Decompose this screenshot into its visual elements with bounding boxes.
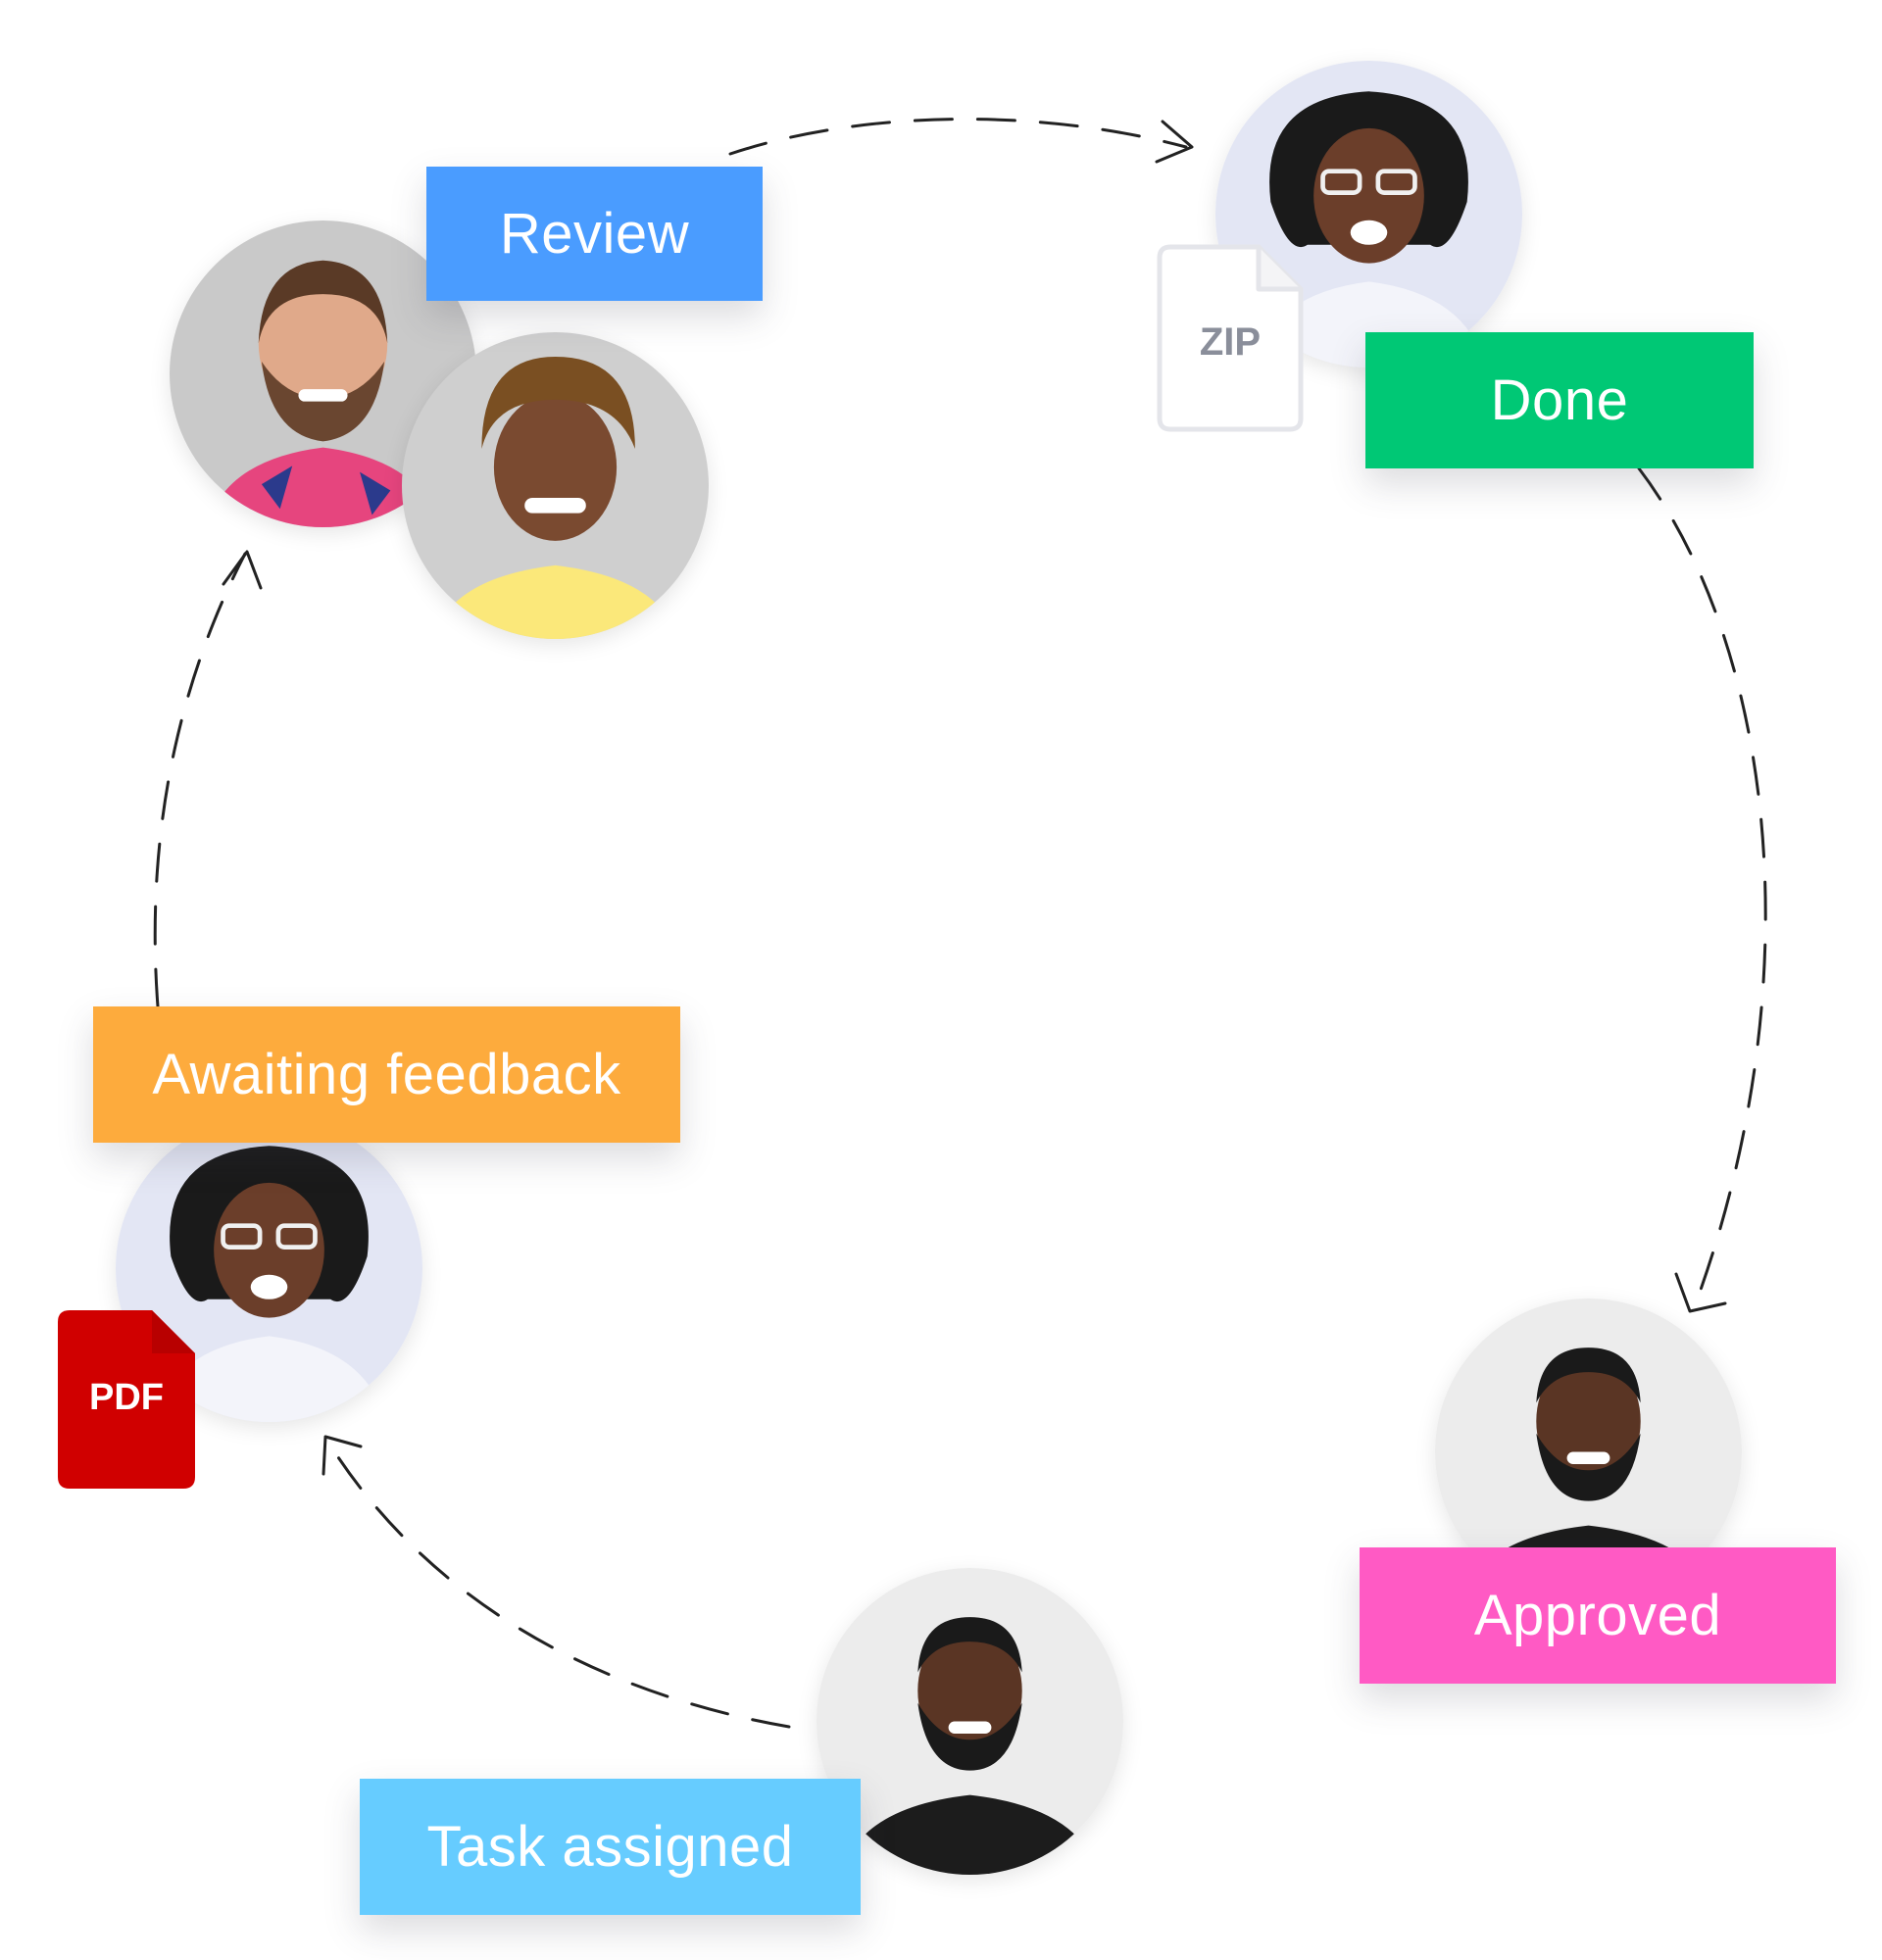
- person-photo-icon: [170, 220, 476, 527]
- pdf-file-label: PDF: [89, 1377, 164, 1418]
- arrow-done-to-approved: [1637, 466, 1767, 1305]
- person-photo-icon: [402, 332, 709, 639]
- stage-label-review: Review: [426, 167, 763, 301]
- arrow-awaiting-to-review: [153, 552, 247, 1008]
- person-photo-icon: [817, 1568, 1123, 1875]
- arrowhead-review: [222, 550, 263, 590]
- arrow-review-to-done: [728, 118, 1188, 156]
- zip-file-icon: ZIP: [1157, 244, 1304, 432]
- zip-file-label: ZIP: [1199, 320, 1262, 364]
- stage-label-task-assigned: Task assigned: [360, 1779, 861, 1915]
- stage-label-awaiting-feedback: Awaiting feedback: [93, 1006, 680, 1143]
- arrowhead-awaiting: [322, 1435, 363, 1476]
- pdf-file-icon: PDF: [58, 1310, 195, 1489]
- arrowhead-done: [1155, 120, 1194, 164]
- avatar-review-woman: [402, 332, 709, 639]
- stage-label-approved: Approved: [1360, 1547, 1836, 1684]
- avatar-review-man: [170, 220, 476, 527]
- avatar-task-man: [817, 1568, 1123, 1875]
- arrowhead-approved: [1674, 1272, 1727, 1313]
- stage-label-done: Done: [1365, 332, 1754, 468]
- arrow-task-to-awaiting: [325, 1439, 791, 1729]
